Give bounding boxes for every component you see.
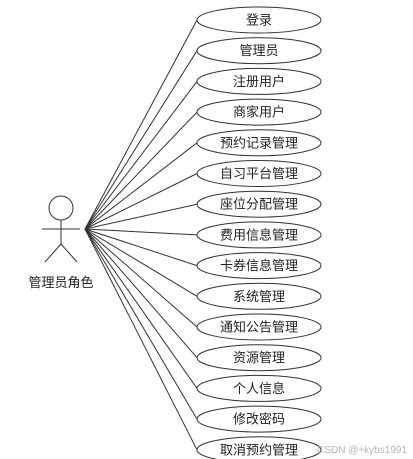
use-case-ellipse [196, 313, 322, 341]
use-case: 费用信息管理 [196, 221, 322, 249]
use-case: 商家用户 [196, 98, 322, 126]
association-line [84, 142, 198, 230]
use-case-ellipse [196, 190, 322, 218]
use-case: 座位分配管理 [196, 190, 322, 218]
actor-label: 管理员角色 [28, 275, 93, 291]
use-case-label: 管理员 [239, 44, 278, 59]
association-line [84, 228, 198, 359]
use-case-ellipse [196, 436, 322, 459]
use-case-label: 商家用户 [233, 105, 285, 121]
association-line [84, 228, 198, 420]
association-line [84, 228, 198, 451]
use-case: 通知公告管理 [196, 313, 322, 341]
use-case: 预约记录管理 [196, 129, 322, 157]
use-case-label: 卡券信息管理 [220, 258, 298, 274]
association-line [84, 228, 198, 236]
use-case-ellipse [196, 160, 322, 187]
use-case: 个人信息 [196, 374, 322, 402]
use-case-label: 费用信息管理 [220, 227, 298, 243]
watermark: CSDN @+kybs1991 [317, 445, 407, 456]
use-case-label: 资源管理 [233, 351, 285, 366]
association-line [84, 228, 198, 328]
use-case-label: 注册用户 [233, 74, 285, 90]
use-case-ellipse [196, 6, 322, 34]
use-case-ellipse [196, 282, 322, 310]
use-case: 登录 [196, 6, 322, 34]
association-lines [84, 19, 198, 451]
use-case: 注册用户 [196, 67, 322, 95]
use-case-label: 系统管理 [233, 290, 285, 305]
use-case-ellipse [196, 129, 322, 157]
use-case-ellipse [196, 98, 322, 126]
use-case-label: 登录 [246, 14, 272, 29]
use-case-list: 登录管理员注册用户商家用户预约记录管理自习平台管理座位分配管理费用信息管理卡券信… [196, 6, 322, 459]
association-line [84, 228, 198, 297]
use-case-label: 自习平台管理 [220, 167, 298, 182]
association-line [84, 203, 198, 230]
use-case: 自习平台管理 [196, 160, 322, 187]
use-case-label: 取消预约管理 [220, 443, 298, 458]
association-line [84, 228, 198, 267]
use-case-ellipse [196, 405, 322, 433]
association-line [84, 173, 198, 230]
use-case-ellipse [196, 67, 322, 95]
use-case: 管理员 [196, 37, 322, 65]
actor-left-leg [44, 243, 62, 263]
use-case-ellipse [196, 374, 322, 402]
use-case-ellipse [196, 221, 322, 249]
actor-head [48, 195, 74, 221]
use-case: 修改密码 [196, 405, 322, 433]
association-line [84, 228, 198, 389]
association-line [84, 111, 198, 230]
use-case-ellipse [196, 252, 322, 280]
use-case-ellipse [196, 344, 322, 372]
use-case-label: 座位分配管理 [220, 198, 298, 213]
association-line [84, 50, 198, 230]
actor-figure: 管理员角色 [28, 195, 94, 291]
use-case-label: 预约记录管理 [220, 136, 298, 151]
use-case: 取消预约管理 [196, 436, 322, 459]
association-line [84, 81, 198, 230]
actor-right-leg [60, 243, 78, 263]
use-case-label: 个人信息 [233, 381, 285, 397]
use-case: 卡券信息管理 [196, 252, 322, 280]
association-line [84, 19, 198, 230]
use-case: 系统管理 [196, 282, 322, 310]
use-case-label: 通知公告管理 [220, 320, 298, 336]
use-case-label: 修改密码 [233, 412, 285, 428]
use-case: 资源管理 [196, 344, 322, 372]
use-case-ellipse [196, 37, 322, 65]
